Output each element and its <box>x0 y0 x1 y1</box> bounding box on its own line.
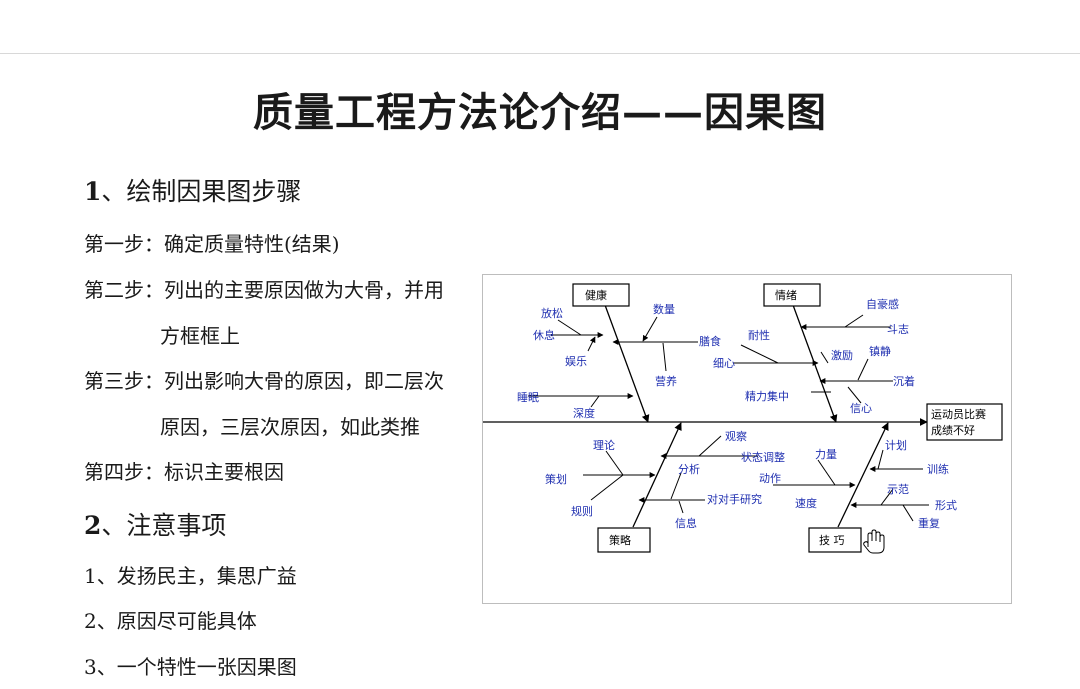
cause-shuimian: 睡眠 <box>517 391 539 404</box>
sub-line <box>877 449 884 470</box>
step-1: 第一步：确定质量特性(结果) <box>84 232 340 256</box>
effect-box <box>926 403 1003 441</box>
cause-zihaogan: 自豪感 <box>866 297 899 311</box>
effect-label-2: 成绩不好 <box>931 423 975 437</box>
cause-lilun: 理论 <box>593 438 615 452</box>
cause-shifan: 示范 <box>887 482 909 496</box>
cause-sudu: 速度 <box>795 496 817 510</box>
cause-shanshi: 膳食 <box>699 334 721 348</box>
cause-xunlian: 训练 <box>927 462 949 476</box>
sub-line <box>662 342 667 372</box>
effect-label-1: 运动员比赛 <box>931 407 986 421</box>
hand-cursor-icon <box>863 529 885 554</box>
page-title: 质量工程方法论介绍——因果图 <box>253 89 827 136</box>
cause-zhenjing: 镇静 <box>869 344 891 358</box>
sub-line <box>857 358 869 381</box>
sub-line <box>817 459 836 486</box>
category-health: 健康 <box>585 288 607 302</box>
step-3: 第三步：列出影响大骨的原因，即二层次 <box>84 369 444 393</box>
cause-douzhi: 斗志 <box>887 323 909 336</box>
sub-line <box>847 386 862 404</box>
bone-health <box>604 304 650 423</box>
cause-xingshi: 形式 <box>935 499 957 512</box>
cause-zhuangtai: 状态调整 <box>741 450 785 464</box>
bone-strategy <box>632 422 682 528</box>
fishbone-diagram: 运动员比赛 成绩不好 健康 情绪 策略 技 巧 放松 休息 娱乐 <box>482 274 1012 604</box>
category-box-strategy <box>597 527 651 553</box>
cause-jinglijizhong: 精力集中 <box>745 389 789 403</box>
cause-xixin: 细心 <box>713 357 735 370</box>
sub-line <box>557 319 582 336</box>
sub-arrow <box>642 316 658 342</box>
category-box-skill <box>808 527 862 553</box>
step-4: 第四步：标识主要根因 <box>84 460 284 484</box>
cause-guancha: 观察 <box>725 429 747 443</box>
cause-fangsong: 放松 <box>541 306 563 320</box>
cause-cehua: 策划 <box>545 472 567 486</box>
cause-jihua: 计划 <box>885 439 907 452</box>
cause-yingyang: 营养 <box>655 374 677 388</box>
fishbone-svg: 运动员比赛 成绩不好 健康 情绪 策略 技 巧 放松 休息 娱乐 <box>483 283 1003 554</box>
category-emotion: 情绪 <box>775 288 797 302</box>
cause-xiuxi: 休息 <box>533 328 555 342</box>
sub-line <box>902 504 914 522</box>
category-strategy: 策略 <box>609 533 631 547</box>
sub-line <box>740 344 779 364</box>
sub-line <box>880 488 894 506</box>
cause-duishou: 对对手研究 <box>707 492 762 506</box>
section-heading-notes: 2、注意事项 <box>84 506 226 542</box>
sub-line <box>590 474 624 501</box>
category-box-health <box>572 283 630 307</box>
category-skill: 技 巧 <box>819 534 845 547</box>
cause-shuliang: 数量 <box>653 303 675 316</box>
step-2: 第二步：列出的主要原因做为大骨，并用 <box>84 278 444 302</box>
bone-skill <box>837 422 889 528</box>
sub-line <box>698 435 722 457</box>
section-text: 、注意事项 <box>101 511 227 540</box>
top-toolbar <box>0 0 1080 54</box>
sub-line <box>820 351 829 364</box>
cause-naixing: 耐性 <box>748 328 770 342</box>
cause-chenzhuo: 沉着 <box>893 374 915 388</box>
sub-line <box>605 450 624 476</box>
cause-xinxi: 信息 <box>675 516 697 530</box>
cause-guize: 规则 <box>571 504 593 518</box>
sub-line <box>678 500 684 514</box>
note-1: 1、发扬民主，集思广益 <box>84 564 297 588</box>
section-number: 1 <box>84 177 102 206</box>
cause-dongzuo: 动作 <box>759 472 781 485</box>
cause-jili: 激励 <box>831 348 853 362</box>
sub-arrow <box>587 336 596 352</box>
section-heading-steps: 1、绘制因果图步骤 <box>84 172 301 208</box>
cause-chongfu: 重复 <box>918 516 940 530</box>
cause-xinxin: 信心 <box>850 402 872 415</box>
note-2: 2、原因尽可能具体 <box>84 609 257 633</box>
cause-shendu: 深度 <box>573 406 595 420</box>
sub-line <box>590 395 600 408</box>
category-box-emotion <box>763 283 821 307</box>
sub-line <box>844 314 864 328</box>
step-3-continued: 原因，三层次原因，如此类推 <box>160 415 420 439</box>
note-3: 3、一个特性一张因果图 <box>84 655 297 679</box>
cause-yule: 娱乐 <box>565 354 587 368</box>
section-text: 、绘制因果图步骤 <box>101 177 302 206</box>
cause-liliang: 力量 <box>815 448 837 461</box>
cause-fenxi: 分析 <box>678 462 700 476</box>
step-2-continued: 方框框上 <box>160 324 240 348</box>
section-number: 2 <box>84 511 102 540</box>
sub-line <box>670 472 682 500</box>
